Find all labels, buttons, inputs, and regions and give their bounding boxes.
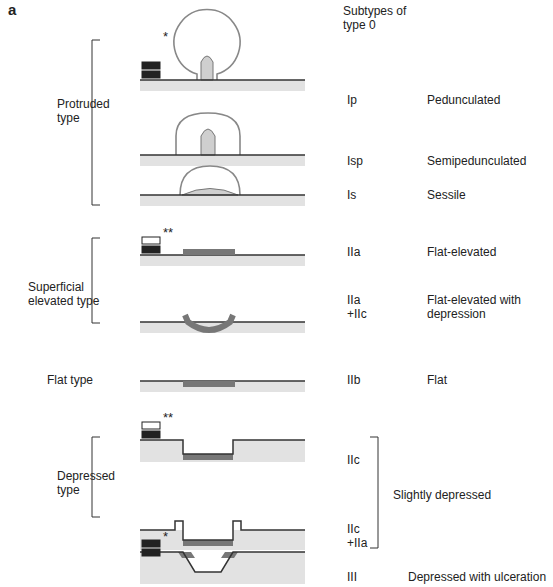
panel-letter: a xyxy=(8,3,16,17)
tissue-bands xyxy=(140,80,305,584)
subtype-name: Flat xyxy=(427,373,447,387)
ulcerated-lesion xyxy=(140,552,305,572)
subtype-name: Flat-elevated with depression xyxy=(427,293,527,321)
subtype-name: Sessile xyxy=(427,188,466,202)
layer-icons xyxy=(142,62,160,556)
flat-elevated-depressed-lesion xyxy=(140,315,305,330)
flat-elevated-lesion xyxy=(140,249,305,255)
pedunculated-lesion xyxy=(140,10,305,80)
footnote-mark: * xyxy=(163,530,168,544)
subtype-name: Depressed with ulceration xyxy=(408,570,546,584)
subtype-name: Flat-elevated xyxy=(427,245,496,259)
subtype-code: Isp xyxy=(347,154,363,168)
depressed-lesion xyxy=(140,440,305,460)
subtype-name: Semipedunculated xyxy=(427,154,526,168)
subtype-code: IIc xyxy=(347,453,360,467)
group-label: Flat type xyxy=(47,373,93,387)
flat-lesion xyxy=(140,381,305,387)
footnote-mark: ** xyxy=(163,226,173,240)
footnote-mark: ** xyxy=(163,411,173,425)
subtype-code: IIc +IIa xyxy=(347,522,375,550)
subtype-code: IIb xyxy=(347,373,360,387)
semipedunculated-lesion xyxy=(140,113,305,155)
depressed-elevated-lesion xyxy=(140,521,305,546)
subtype-name: Slightly depressed xyxy=(393,488,491,502)
subtype-code: Is xyxy=(347,188,356,202)
subtype-name: Pedunculated xyxy=(427,93,500,107)
subtype-code: Ip xyxy=(347,93,357,107)
subtype-code: IIa +IIc xyxy=(347,293,375,321)
column-header: Subtypes of type 0 xyxy=(343,4,423,32)
group-label: Depressed type xyxy=(57,469,129,497)
group-brackets xyxy=(92,40,378,548)
subtype-code: IIa xyxy=(347,245,360,259)
sessile-lesion xyxy=(140,166,305,195)
group-label: Protruded type xyxy=(57,97,129,125)
subtype-code: III xyxy=(347,570,357,584)
footnote-mark: * xyxy=(163,30,168,44)
group-label: Superficial elevated type xyxy=(28,280,118,308)
